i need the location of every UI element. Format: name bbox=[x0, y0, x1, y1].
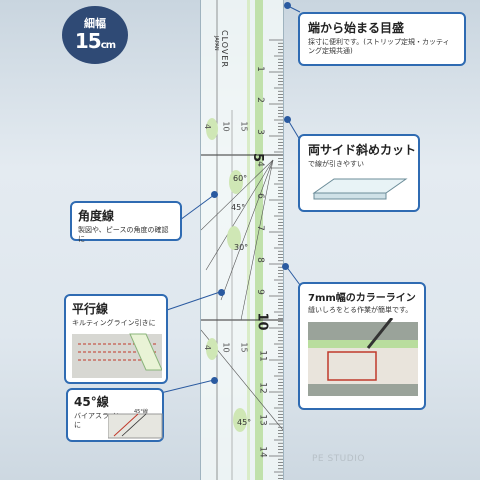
cm-number: 6 bbox=[254, 193, 265, 199]
ruler: CLOVER JAPAN 4 10 15 4 10 15 60° 45° 30°… bbox=[200, 0, 284, 480]
callout-title: 端から始まる目盛 bbox=[308, 21, 405, 35]
callout-dot bbox=[284, 116, 291, 123]
cm-number: 12 bbox=[257, 382, 268, 394]
ruler-vertical-number: 10 bbox=[221, 121, 231, 132]
width-badge: 細幅 15cm bbox=[62, 6, 128, 64]
callout-desc: 製図や、ピースの角度の確認に bbox=[78, 226, 169, 244]
badge-value: 15cm bbox=[74, 29, 116, 53]
ruler-brand-sub: JAPAN bbox=[213, 36, 219, 51]
cm-number: 1 bbox=[254, 66, 265, 72]
badge-label: 細幅 bbox=[84, 17, 106, 30]
ruler-oval bbox=[206, 118, 218, 140]
cm-number: 8 bbox=[254, 257, 265, 263]
callout-dot bbox=[211, 191, 218, 198]
ruler-vertical-number: 10 bbox=[221, 342, 231, 353]
cm-number: 2 bbox=[254, 97, 265, 103]
ruler-vertical-number: 15 bbox=[239, 342, 249, 353]
callout-parallel: 平行線 キルティングライン引きに bbox=[64, 294, 168, 384]
callout-title: 7mm幅のカラーライン bbox=[308, 293, 416, 304]
callout-title: 平行線 bbox=[72, 302, 109, 316]
ruler-oval bbox=[233, 408, 247, 432]
callout-desc: 採寸に便利です。(ストリップ定規・カッティング定規共通) bbox=[308, 38, 450, 56]
cm-number: 10 bbox=[254, 312, 270, 331]
callout-desc: 縫いしろをとる作業が簡単です。 bbox=[308, 306, 413, 314]
callout-desc: バイアスライン に bbox=[74, 412, 123, 430]
callout-dot bbox=[282, 263, 289, 270]
callout-title: 45°線 bbox=[74, 395, 109, 409]
cm-number: 14 bbox=[257, 446, 268, 458]
angle-label: 45° bbox=[231, 203, 246, 212]
ruler-vertical-number: 4 bbox=[203, 123, 213, 130]
callout-dot bbox=[284, 2, 291, 9]
callout-title: 両サイド斜めカット bbox=[308, 143, 417, 157]
cm-number: 3 bbox=[254, 129, 265, 135]
ruler-brand: CLOVER bbox=[220, 30, 229, 68]
ruler-oval bbox=[206, 338, 218, 360]
callout-title: 角度線 bbox=[78, 209, 115, 223]
cm-number: 9 bbox=[254, 289, 265, 295]
angle-label: 60° bbox=[233, 174, 248, 183]
ruler-vertical-number: 4 bbox=[203, 344, 213, 351]
cm-number: 7 bbox=[254, 225, 265, 231]
callout-color-line: 7mm幅のカラーライン 縫いしろをとる作業が簡単です。 bbox=[298, 282, 426, 410]
cm-number: 13 bbox=[257, 414, 268, 426]
callout-dot bbox=[211, 377, 218, 384]
callout-45-line: 45°線 バイアスライン に 45°線 bbox=[66, 388, 164, 442]
bevel-illustration bbox=[312, 178, 408, 200]
line45-sample-label: 45°線 bbox=[134, 408, 148, 415]
angle-label: 30° bbox=[234, 243, 249, 252]
parallel-illustration bbox=[72, 333, 162, 379]
callout-desc: で線が引きやすい bbox=[308, 160, 364, 168]
ruler-vertical-number: 15 bbox=[239, 121, 249, 132]
ruler-ticks bbox=[201, 0, 283, 480]
cm-number: 11 bbox=[257, 350, 268, 362]
callout-desc: キルティングライン引きに bbox=[72, 319, 156, 327]
cm-number: 5 bbox=[250, 152, 266, 163]
ruler-oval bbox=[227, 226, 241, 250]
ruler-oval bbox=[229, 170, 243, 194]
angle-label: 45° bbox=[237, 418, 252, 427]
ruler-color-stripe bbox=[255, 0, 263, 480]
callout-bevel: 両サイド斜めカット で線が引きやすい bbox=[298, 134, 420, 212]
callout-angle: 角度線 製図や、ピースの角度の確認に bbox=[70, 201, 182, 243]
callout-edge-start: 端から始まる目盛 採寸に便利です。(ストリップ定規・カッティング定規共通) bbox=[298, 12, 466, 66]
ruler-inner-line bbox=[247, 0, 250, 480]
color-line-illustration bbox=[308, 318, 418, 397]
callout-dot bbox=[218, 289, 225, 296]
watermark: PE STUDIO bbox=[312, 454, 365, 464]
line45-illustration: 45°線 bbox=[108, 408, 163, 439]
